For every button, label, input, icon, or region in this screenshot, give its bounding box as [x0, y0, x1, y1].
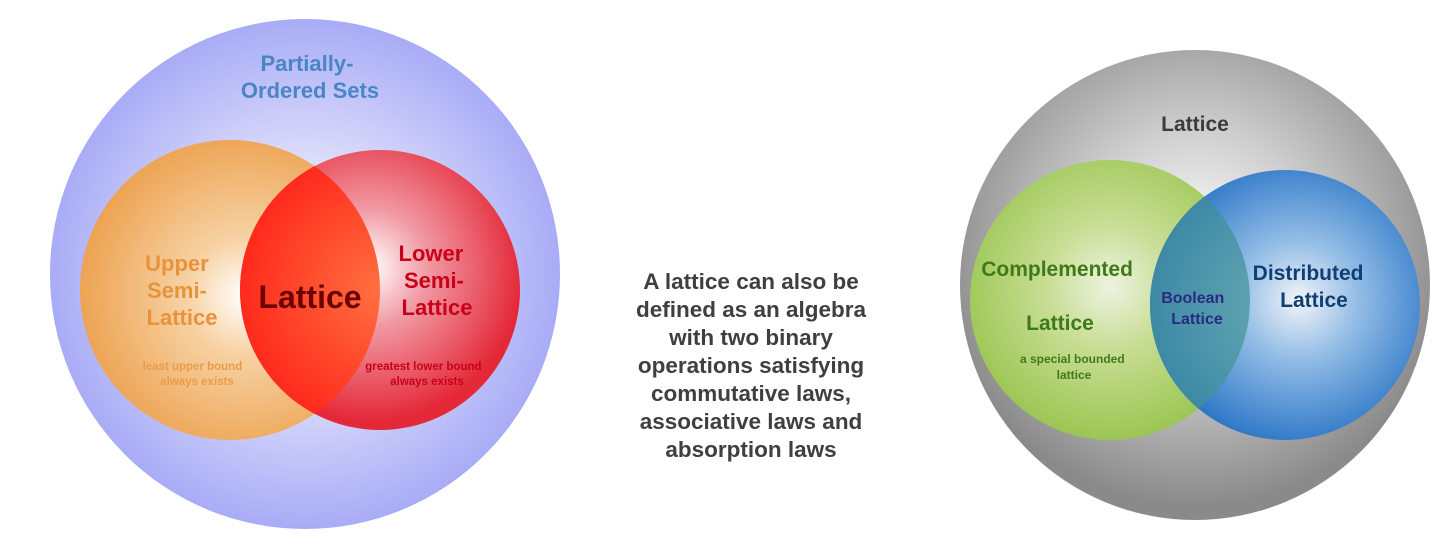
complemented-lattice-title: Complemented Lattice: [981, 258, 1139, 335]
definition-line: with two binary: [669, 325, 833, 350]
complemented-lattice-note: a special bounded lattice: [1020, 352, 1128, 382]
lattice-outer-title: Lattice: [1161, 113, 1229, 136]
lattice-label: Lattice: [258, 279, 361, 315]
boolean-lattice-intersection: [1150, 170, 1250, 440]
definition-line: absorption laws: [665, 437, 837, 462]
distributed-lattice-title: Distributed Lattice: [1253, 262, 1370, 312]
poset-diagram: Partially- Ordered Sets Upper Semi- Latt…: [50, 19, 560, 529]
definition-line: operations satisfying: [637, 353, 865, 378]
boolean-lattice-label: Boolean Lattice: [1161, 290, 1229, 328]
definition-line: associative laws and: [639, 409, 863, 434]
lower-semilattice-note: greatest lower bound always exists: [365, 361, 485, 388]
poset-title: Partially- Ordered Sets: [241, 51, 379, 103]
definition-line: commutative laws,: [650, 381, 852, 406]
lattice-definition-text: A lattice can also be defined as an alge…: [601, 268, 901, 464]
lattice-intersection: [240, 150, 380, 430]
definition-line: defined as an algebra: [635, 297, 867, 322]
lattice-diagram: Lattice Complemented Lattice a special b…: [960, 50, 1430, 520]
lower-semilattice-title: Lower Semi- Lattice: [399, 241, 473, 320]
upper-semilattice-title: Upper Semi- Lattice: [145, 251, 217, 330]
definition-line: A lattice can also be: [643, 269, 859, 294]
upper-semilattice-note: least upper bound always exists: [143, 361, 246, 388]
